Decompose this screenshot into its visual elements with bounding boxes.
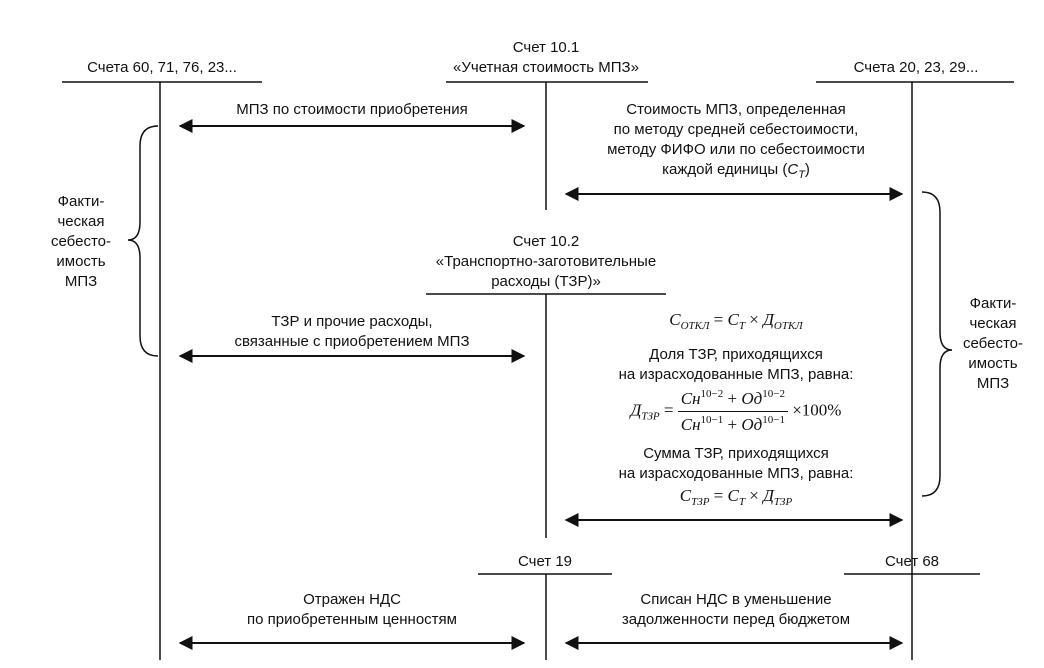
share-text-line: Доля ТЗР, приходящихся [649,346,823,363]
formula-deviation: СОТКЛ = СТ × ДОТКЛ [566,310,906,332]
formula-tzr-sum: СТЗР = СТ × ДТЗР [566,486,906,508]
label-cost-method-line: методу ФИФО или по себестоимости [607,141,865,158]
label-vat-written-off: Списан НДС в уменьшение задолженности пе… [566,590,906,630]
formula-sub: ТЗР [641,410,660,423]
formula-operator: × [744,310,764,329]
label-sum-text: Сумма ТЗР, приходящихся на израсходованн… [566,444,906,484]
fraction-denominator: Сн10−1 + Од10−1 [678,412,788,435]
actual-cost-left-line: имость [56,253,106,270]
sum-text-line: на израсходованные МПЗ, равна: [618,465,854,482]
formula-symbol: Д [630,400,642,420]
formula-symbol: С [669,310,681,329]
actual-cost-right-line: МПЗ [976,375,1010,392]
formula-operator: + [723,415,742,434]
actual-cost-right-line: Факти- [969,295,1017,312]
account-title-10-2: Счет 10.2 «Транспортно-заготовительные р… [396,232,696,292]
tzr-expenses-line: ТЗР и прочие расходы, [271,313,433,330]
label-tzr-expenses: ТЗР и прочие расходы, связанные с приобр… [180,312,524,352]
account-title-10-1-line: Счет 10.1 [512,39,580,56]
share-text-line: на израсходованные МПЗ, равна: [618,366,854,383]
actual-cost-right-line: себесто- [963,335,1023,352]
label-cost-method-text: каждой единицы ( [662,161,788,178]
formula-symbol: Д [763,310,774,329]
account-title-10-1-line: «Учетная стоимость МПЗ» [453,59,639,76]
label-cost-method-line: Стоимость МПЗ, определенная [626,101,846,118]
formula-sub: ТЗР [691,496,710,508]
formula-sub: ОТКЛ [773,320,803,332]
formula-sub: Т [738,320,745,332]
label-share-text: Доля ТЗР, приходящихся на израсходованны… [566,345,906,385]
formula-symbol: С [727,310,739,329]
label-cost-method: Стоимость МПЗ, определенная по методу ср… [566,100,906,185]
formula-sup: 10−2 [762,388,785,400]
formula-operator: = [709,310,728,329]
sum-text-line: Сумма ТЗР, приходящихся [643,445,829,462]
formula-sup: 10−1 [700,414,724,426]
formula-symbol: Од [741,389,763,408]
formula-symbol: Д [763,486,774,505]
label-cost-method-line: каждой единицы (СТ) [566,160,906,185]
vat-reflected-line: по приобретенным ценностям [247,611,457,628]
formula-sub: ТЗР [773,496,793,508]
label-purchase-cost: МПЗ по стоимости приобретения [236,101,468,118]
actual-cost-left-line: МПЗ [64,273,98,290]
formula-symbol: Сн [680,389,701,408]
account-title-10-2-line: расходы (ТЗР)» [491,273,601,290]
brace-left [127,125,159,357]
cost-symbol: С [787,161,799,178]
actual-cost-left-line: себесто- [51,233,111,250]
account-title-68: Счет 68 [884,553,940,570]
account-title-10-2-line: «Транспортно-заготовительные [435,253,657,270]
tzr-expenses-line: связанные с приобретением МПЗ [234,333,470,350]
account-title-right: Счета 20, 23, 29... [853,59,979,76]
label-cost-method-close: ) [804,161,810,178]
label-vat-reflected: Отражен НДС по приобретенным ценностям [180,590,524,630]
account-title-10-1: Счет 10.1 «Учетная стоимость МПЗ» [416,38,676,78]
label-actual-cost-right: Факти- ческая себесто- имость МПЗ [948,294,1038,394]
formula-sub: ОТКЛ [680,320,710,332]
formula-symbol: Сн [680,415,701,434]
fraction-numerator: Сн10−2 + Од10−2 [677,388,788,412]
actual-cost-left-line: ческая [57,213,105,230]
formula-operator: = [709,486,728,505]
formula-operator: = [659,400,678,420]
formula-operator: × [744,486,764,505]
cost-symbol-sub: Т [798,169,805,181]
actual-cost-right-line: ческая [969,315,1017,332]
formula-sup: 10−2 [700,388,724,400]
label-actual-cost-left: Факти- ческая себесто- имость МПЗ [36,192,126,292]
vat-written-off-line: задолженности перед бюджетом [621,611,851,628]
account-title-left: Счета 60, 71, 76, 23... [87,59,237,76]
actual-cost-right-line: имость [968,355,1018,372]
formula-sub: Т [738,496,745,508]
actual-cost-left-line: Факти- [57,193,105,210]
account-title-19: Счет 19 [517,553,573,570]
label-cost-method-line: по методу средней себестоимости, [613,121,859,138]
formula-symbol: Од [741,415,763,434]
vat-reflected-line: Отражен НДС [303,591,401,608]
formula-symbol: С [727,486,739,505]
brace-right [921,191,953,497]
formula-symbol: С [679,486,692,505]
vat-written-off-line: Списан НДС в уменьшение [640,591,832,608]
formula-operator: + [723,389,742,408]
formula-tail: ×100% [787,400,842,420]
formula-sup: 10−1 [762,414,785,426]
account-title-10-2-line: Счет 10.2 [512,233,580,250]
